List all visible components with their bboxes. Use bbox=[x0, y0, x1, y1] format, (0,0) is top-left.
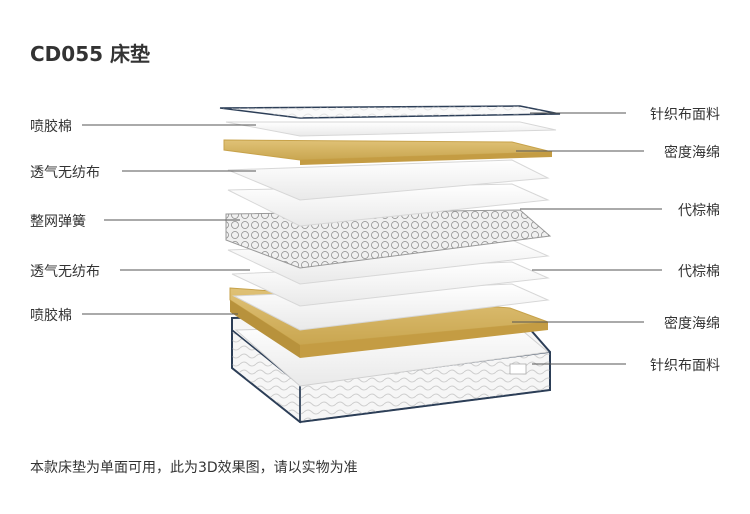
footer-note: 本款床垫为单面可用，此为3D效果图，请以实物为准 bbox=[30, 460, 358, 476]
label-palm-substitute-2: 代棕棉 bbox=[678, 264, 720, 280]
label-nonwoven-bottom: 透气无纺布 bbox=[30, 264, 100, 280]
label-density-foam-bottom: 密度海绵 bbox=[664, 316, 720, 332]
label-spray-cotton-top: 喷胶棉 bbox=[30, 119, 72, 135]
label-spray-cotton-bottom: 喷胶棉 bbox=[30, 308, 72, 324]
label-knit-fabric-top: 针织布面料 bbox=[650, 107, 720, 123]
layer-white-4 bbox=[227, 159, 550, 201]
layer-white-2 bbox=[225, 121, 557, 137]
leader-lines bbox=[82, 112, 662, 365]
label-nonwoven-top: 透气无纺布 bbox=[30, 165, 100, 181]
label-density-foam-top: 密度海绵 bbox=[664, 145, 720, 161]
layer-knit-top bbox=[219, 105, 561, 119]
label-knit-fabric-bottom: 针织布面料 bbox=[650, 358, 720, 374]
label-spring-mesh: 整网弹簧 bbox=[30, 214, 86, 230]
label-palm-substitute-1: 代棕棉 bbox=[678, 203, 720, 219]
layer-foam-top bbox=[223, 139, 553, 165]
page-title: CD055 床垫 bbox=[30, 42, 150, 66]
